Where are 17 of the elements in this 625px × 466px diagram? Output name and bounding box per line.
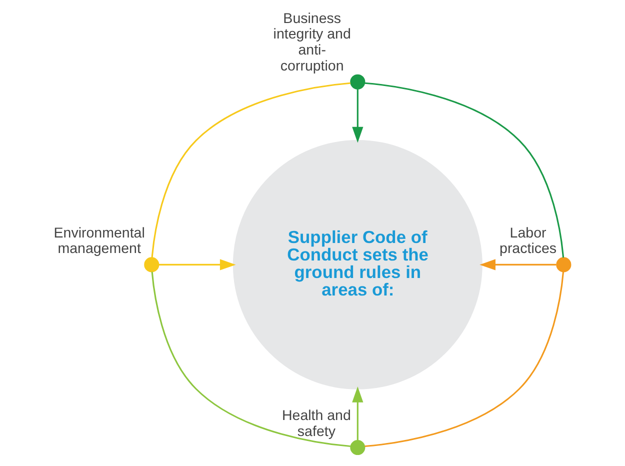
connector	[151, 272, 350, 448]
arrow	[352, 89, 364, 143]
arrow	[480, 259, 556, 270]
node-circle	[350, 440, 366, 456]
node-label: Labor practices	[500, 225, 557, 258]
node-circle	[556, 257, 572, 272]
node-circle	[144, 257, 160, 272]
node-circle	[350, 74, 366, 90]
connector	[364, 82, 564, 258]
connector	[151, 82, 350, 258]
connector	[364, 272, 564, 448]
node-label: Business integrity and anti-corruption	[273, 10, 351, 74]
node-label: Health and safety	[282, 408, 351, 440]
node-circle: Supplier Code of Conduct sets the ground rules in areas of:	[232, 140, 482, 390]
node-label: Environmental management	[54, 225, 145, 258]
arrow	[352, 386, 364, 440]
arrow	[158, 259, 236, 270]
